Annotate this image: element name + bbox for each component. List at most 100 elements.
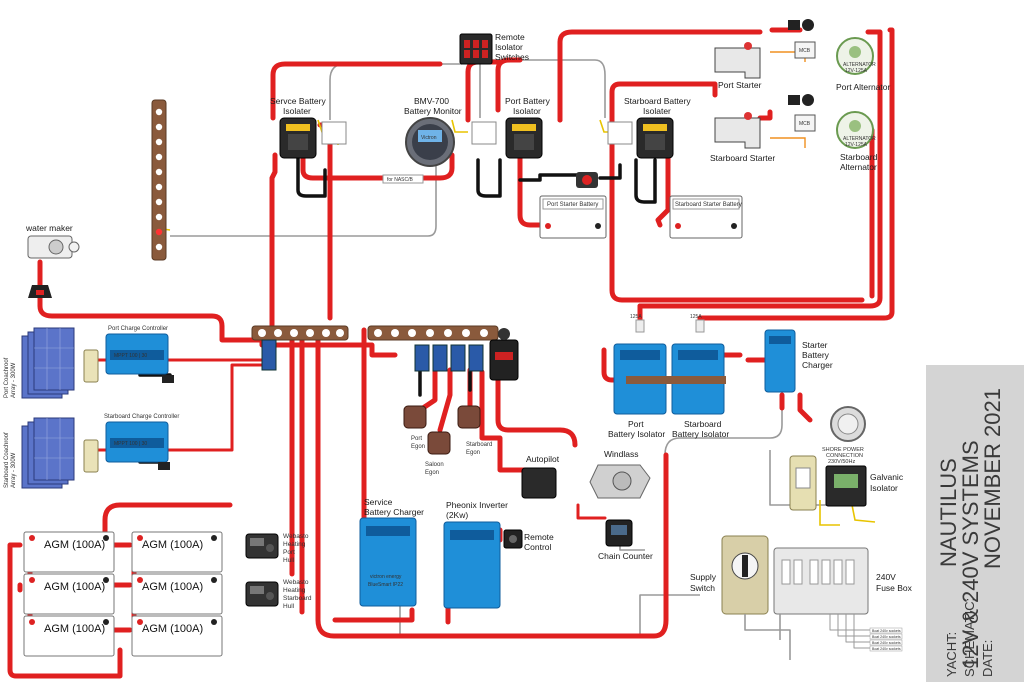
chain-counter[interactable]: [605, 519, 633, 547]
starter-battery-charger: [764, 329, 796, 393]
stbd-batt-isolator-label-1: Starboard: [684, 419, 722, 429]
stbd-starter-battery-label: Starboard Starter Battery: [675, 202, 742, 208]
phoenix-inverter: [443, 521, 501, 609]
webasto-stbd-controller[interactable]: [245, 581, 279, 607]
remote-isolator-label-3: Switches: [495, 52, 529, 62]
saloon-egon: [427, 431, 451, 455]
service-charger-label-2: Battery Charger: [364, 507, 424, 517]
webasto-stbd-label-4: Hull: [283, 603, 295, 610]
service-isolator-label-1: Servce Battery: [270, 96, 326, 106]
service-isolator-label-2: Isolater: [283, 106, 311, 116]
remote-isolator-switches[interactable]: [459, 33, 493, 65]
fuse-box-label-1: 240V: [876, 572, 896, 582]
webasto-port-label-4: Hull: [283, 557, 295, 564]
port-solar-array: [21, 327, 75, 399]
galvanic-label-2: Isolator: [870, 483, 898, 493]
fuse-box-240v: [773, 547, 869, 615]
shore-power-inlet: [830, 406, 866, 442]
port-egon-label-1: Port: [411, 436, 422, 442]
ac-outlet-labels: [829, 614, 903, 652]
stbd-isolator-label-2: Isolater: [643, 106, 671, 116]
agm-label-2: AGM (100A): [142, 539, 203, 551]
inverter-remote-control[interactable]: [503, 529, 523, 549]
outlet-label-3: Boat 240v sockets: [872, 641, 901, 645]
bmv-label-1: BMV-700: [414, 96, 449, 106]
agm-label-5: AGM (100A): [44, 623, 105, 635]
date-value: NOVEMBER 2021: [980, 388, 1005, 569]
windlass-motor: [589, 464, 651, 499]
water-maker: [27, 235, 80, 259]
saloon-egon-label-2: Egon: [425, 470, 439, 476]
port-mppt-bluetooth: [162, 375, 174, 383]
bmv-700-monitor[interactable]: Victron: [405, 117, 455, 167]
bmv-screen-text: Victron: [421, 135, 437, 141]
port-alt-badge-1: ALTERNATOR: [843, 62, 876, 68]
inverter-label-1: Pheonix Inverter: [446, 500, 508, 510]
port-charge-controller: MPPT 100 | 30: [105, 333, 169, 375]
chain-counter-label: Chain Counter: [598, 551, 653, 561]
galvanic-label-1: Galvanic: [870, 472, 904, 482]
mcb-label-stbd: MCB: [799, 121, 811, 127]
saloon-egon-label-1: Saloon: [425, 462, 444, 468]
stbd-isolator-label-1: Starboard Battery: [624, 96, 691, 106]
agm-battery-bank: [23, 531, 223, 657]
port-starter-motor: [714, 42, 761, 79]
service-charger-label-1: Service: [364, 497, 393, 507]
supply-switch-label-2: Switch: [690, 583, 715, 593]
service-battery-isolator[interactable]: [279, 117, 317, 159]
port-starter-battery: [539, 195, 607, 239]
supply-switch-label-1: Supply: [690, 572, 717, 582]
yacht-label: YACHT:: [944, 631, 959, 677]
port-battery-isolator-switch[interactable]: [505, 117, 543, 159]
service-shunt: [261, 339, 277, 371]
stbd-charge-controller: MPPT 100 | 30: [105, 421, 169, 463]
port-alternator: ALTERNATOR 12V-125A: [836, 37, 876, 75]
stbd-pv-isolator: [83, 439, 99, 473]
port-starter-relay: MCB: [788, 19, 816, 59]
charger-model: BlueSmart IP22: [368, 582, 403, 588]
webasto-stbd-label-3: Starboard: [283, 595, 312, 602]
water-maker-label: water maker: [25, 223, 73, 233]
stbd-starter-battery: [669, 195, 743, 239]
emergency-paralleling-switch[interactable]: [576, 172, 598, 188]
remote-isolator-label-2: Isolator: [495, 42, 523, 52]
outlet-label-1: Boat 240v sockets: [872, 629, 901, 633]
stbd-battery-isolator-switch[interactable]: [636, 117, 674, 159]
port-pv-isolator: [83, 349, 99, 383]
outlet-label-4: Boat 240v sockets: [872, 647, 901, 651]
webasto-port-controller[interactable]: [245, 533, 279, 559]
supply-switch[interactable]: [721, 535, 769, 615]
webasto-port-label-1: Webasto: [283, 533, 309, 540]
port-alternator-label: Port Alternator: [836, 82, 891, 92]
port-isolator-label-1: Port Battery: [505, 96, 551, 106]
starter-charger-label-3: Charger: [802, 360, 833, 370]
stbd-alt-badge-2: 12V-125A: [845, 142, 868, 148]
webasto-port-label-2: Heating: [283, 541, 306, 548]
stbd-array-label-1: Starboard Coachroof: [4, 432, 10, 488]
busbar-service: [251, 325, 349, 341]
service-battery-charger: victron energy BlueSmart IP22: [359, 517, 417, 607]
stbd-mppt-model: MPPT 100 | 30: [114, 441, 147, 447]
stbd-mppt-bluetooth: [158, 462, 170, 470]
negative-cables: [138, 156, 657, 477]
windlass-label: Windlass: [604, 449, 638, 459]
isolator-link-bar: [626, 376, 726, 384]
stbd-solar-array: [21, 417, 75, 489]
webasto-port-label-3: Port: [283, 549, 295, 556]
port-array-label-2: Array - 300W: [11, 362, 17, 398]
title-block: YACHT: SCHEMATIC: DATE: NAUTILUS 12V & 2…: [926, 365, 1024, 682]
ac-feed-wires: [744, 614, 791, 660]
stbd-alternator-label-2: Alternator: [840, 162, 877, 172]
port-egon-label-2: Egon: [411, 444, 425, 450]
port-array-label-1: Port Coachroof: [4, 357, 10, 398]
stbd-starter-relay: MCB: [788, 94, 816, 132]
starter-charger-label-1: Starter: [802, 340, 828, 350]
stbd-starter-motor: [714, 112, 761, 149]
port-fuse-label: 125A: [630, 314, 642, 320]
stbd-alternator: ALTERNATOR 12V-125A: [836, 111, 876, 149]
webasto-stbd-label-1: Webasto: [283, 579, 309, 586]
shore-power-label-1: SHORE POWER: [822, 447, 864, 453]
port-starter-battery-label: Port Starter Battery: [547, 202, 598, 208]
stbd-starter-label: Starboard Starter: [710, 153, 775, 163]
bmv-label-2: Battery Monitor: [404, 106, 462, 116]
